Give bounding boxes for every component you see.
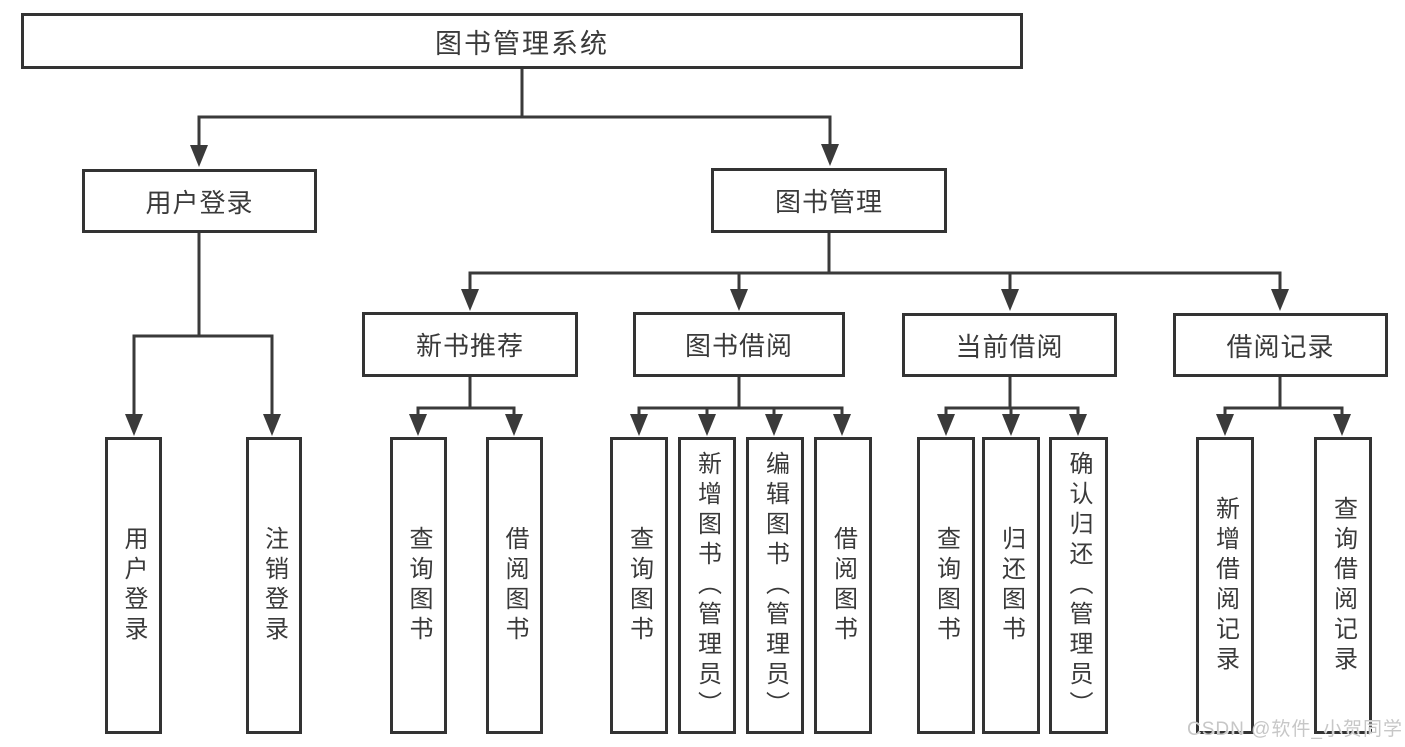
node-borrowing-records: 借阅记录 xyxy=(1173,313,1388,377)
node-library-management-system: 图书管理系统 xyxy=(21,13,1023,69)
leaf-user-login: 用户登录 xyxy=(105,437,162,734)
leaf-return-books: 归还图书 xyxy=(982,437,1040,734)
leaf-query-books-current: 查询图书 xyxy=(917,437,975,734)
leaf-logout: 注销登录 xyxy=(246,437,302,734)
leaf-add-borrow-record: 新增借阅记录 xyxy=(1196,437,1254,734)
leaf-borrow-books-recommend: 借阅图书 xyxy=(486,437,543,734)
node-new-book-recommendation: 新书推荐 xyxy=(362,312,578,377)
node-book-management: 图书管理 xyxy=(711,168,947,233)
leaf-add-book-admin: 新增图书（管理员） xyxy=(678,437,736,734)
leaf-confirm-return-admin: 确认归还（管理员） xyxy=(1049,437,1108,734)
leaf-edit-book-admin: 编辑图书（管理员） xyxy=(746,437,804,734)
leaf-query-books-recommend: 查询图书 xyxy=(390,437,447,734)
csdn-watermark: CSDN @软件_小贺同学 xyxy=(1187,719,1403,740)
leaf-borrow-books-borrowing: 借阅图书 xyxy=(814,437,872,734)
node-book-borrowing: 图书借阅 xyxy=(633,312,845,377)
node-user-login: 用户登录 xyxy=(82,169,317,233)
leaf-query-borrow-record: 查询借阅记录 xyxy=(1314,437,1372,734)
leaf-query-books-borrowing: 查询图书 xyxy=(610,437,668,734)
node-current-borrowing: 当前借阅 xyxy=(902,313,1117,377)
